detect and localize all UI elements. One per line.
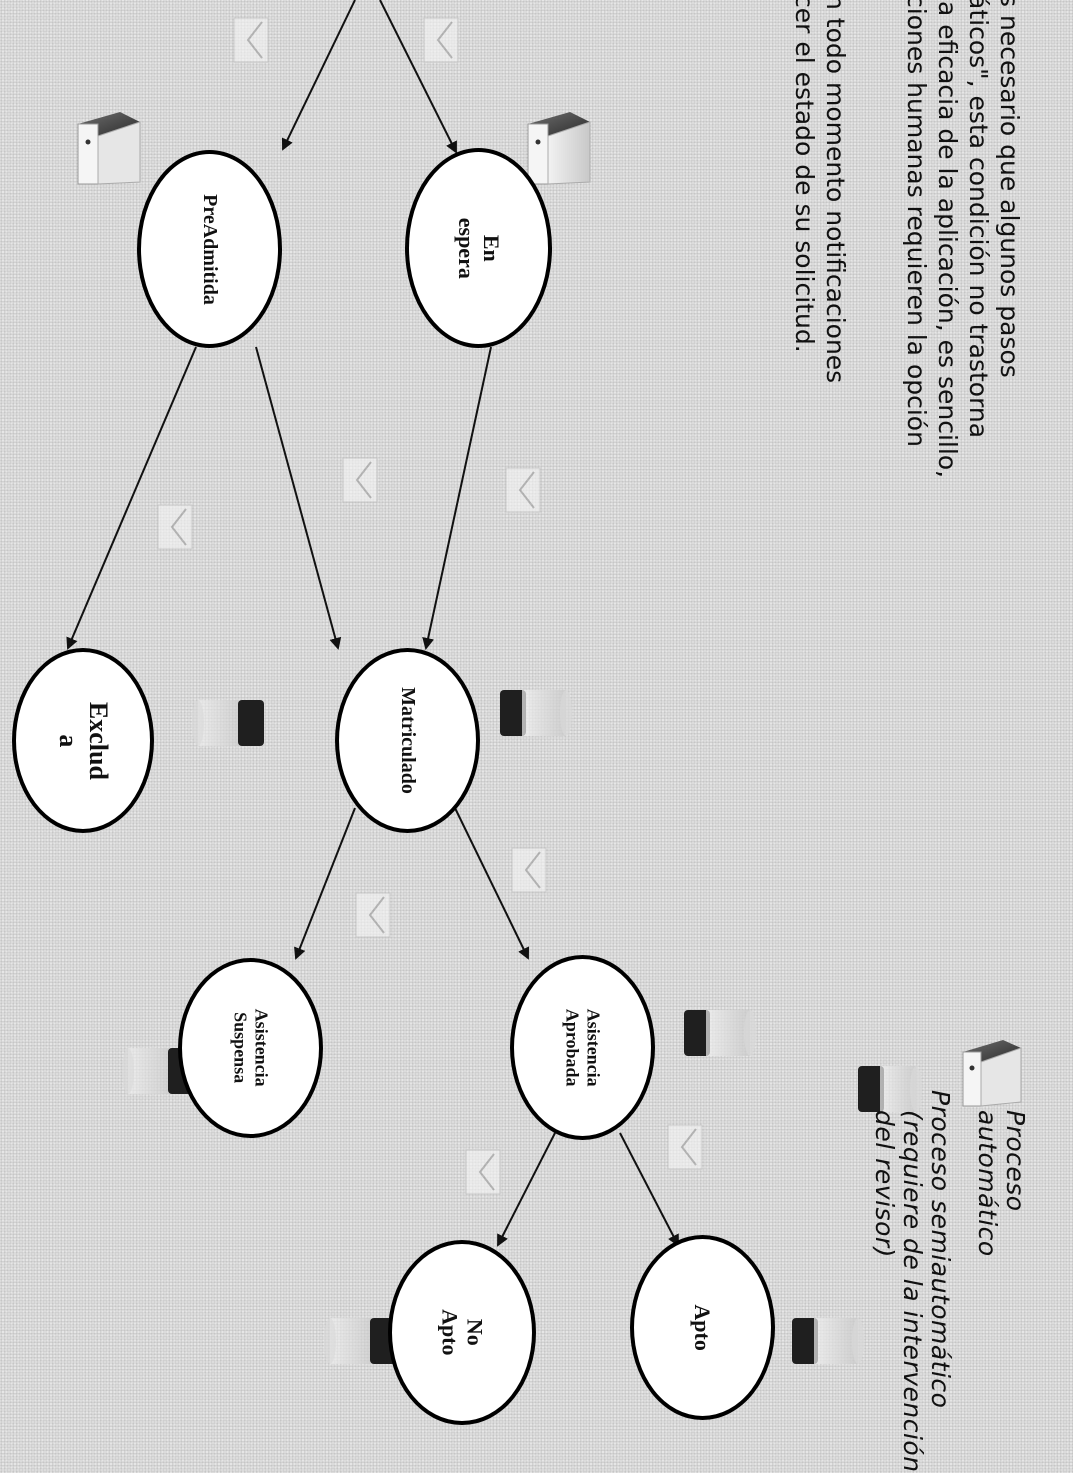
node-label: Apto [690,1304,716,1351]
node-matriculado: Matriculado [335,648,480,833]
node-en-espera: En espera [405,148,552,348]
legend-semi-line: (requiere de la intervención [898,1110,927,1473]
node-label: En [478,234,504,262]
node-excluida: Exclud a [12,648,154,833]
mail-icon [465,1149,501,1195]
server-icon [77,112,141,185]
node-label: PreAdmitida [198,193,221,305]
mail-icon [505,467,541,513]
mail-icon [667,1124,703,1170]
paragraph-line: cer el estado de su solicitud. [790,0,819,353]
database-icon [792,1318,864,1364]
mail-icon [342,457,378,503]
legend-automatic-line: automático [973,1110,1002,1257]
edge-aprobada-apto [619,1132,679,1247]
paragraph-line: ciones humanas requieren la opción [902,0,931,447]
legend-semi-line: Proceso semiautomático [926,1090,955,1409]
server-icon [962,1040,1022,1107]
database-icon [858,1066,922,1112]
node-label: a [54,734,83,747]
database-icon [500,690,572,736]
node-preadmitida: PreAdmitida [137,150,282,348]
node-label: Apto [436,1309,462,1356]
paragraph-line: n todo momento notificaciones [821,0,850,384]
paragraph-line: . [870,0,901,2]
mail-icon [233,17,269,63]
node-asistencia-aprobada: Asistencia Aprobada [510,955,655,1140]
node-label: Matriculado [397,687,419,794]
node-label: Exclud [83,701,113,780]
paragraph-line: s necesario que algunos pasos [995,0,1024,378]
edge-start-preadmitida [281,0,356,151]
node-asistencia-suspensa: Asistencia Suspensa [178,958,323,1138]
legend-automatic-line: Proceso [1001,1110,1030,1212]
edge-preadmitida-excluida [66,346,197,650]
node-label: Asistencia [251,1009,272,1087]
node-label: Asistencia [583,1008,604,1087]
edge-en-espera-matriculado [422,346,492,650]
node-no-apto: No Apto [388,1240,536,1425]
legend-semi-line: del revisor) [870,1110,899,1258]
database-icon [192,700,264,746]
database-icon [684,1010,756,1056]
server-icon [527,112,591,185]
edge-matriculado-asistencia-suspensa [294,807,356,960]
edge-start-en-espera [379,0,457,154]
database-icon [324,1318,396,1364]
diagram-canvas [66,0,1022,1364]
mail-icon [355,892,391,938]
node-label: No [462,1319,488,1346]
node-label: Aprobada [562,1008,583,1087]
paragraph-line: la eficacia de la aplicación, es sencill… [933,0,962,479]
paragraph-line: áticos", esta condición no trastorna [964,0,993,439]
mail-icon [157,504,193,550]
edge-preadmitida-matriculado [255,346,342,650]
edge-aprobada-no-apto [497,1132,556,1247]
node-label: Suspensa [230,1012,251,1084]
mail-icon [423,17,459,63]
node-label: espera [453,217,479,279]
node-apto: Apto [630,1235,775,1420]
edge-matriculado-asistencia-aprobada [454,807,530,960]
mail-icon [511,847,547,893]
